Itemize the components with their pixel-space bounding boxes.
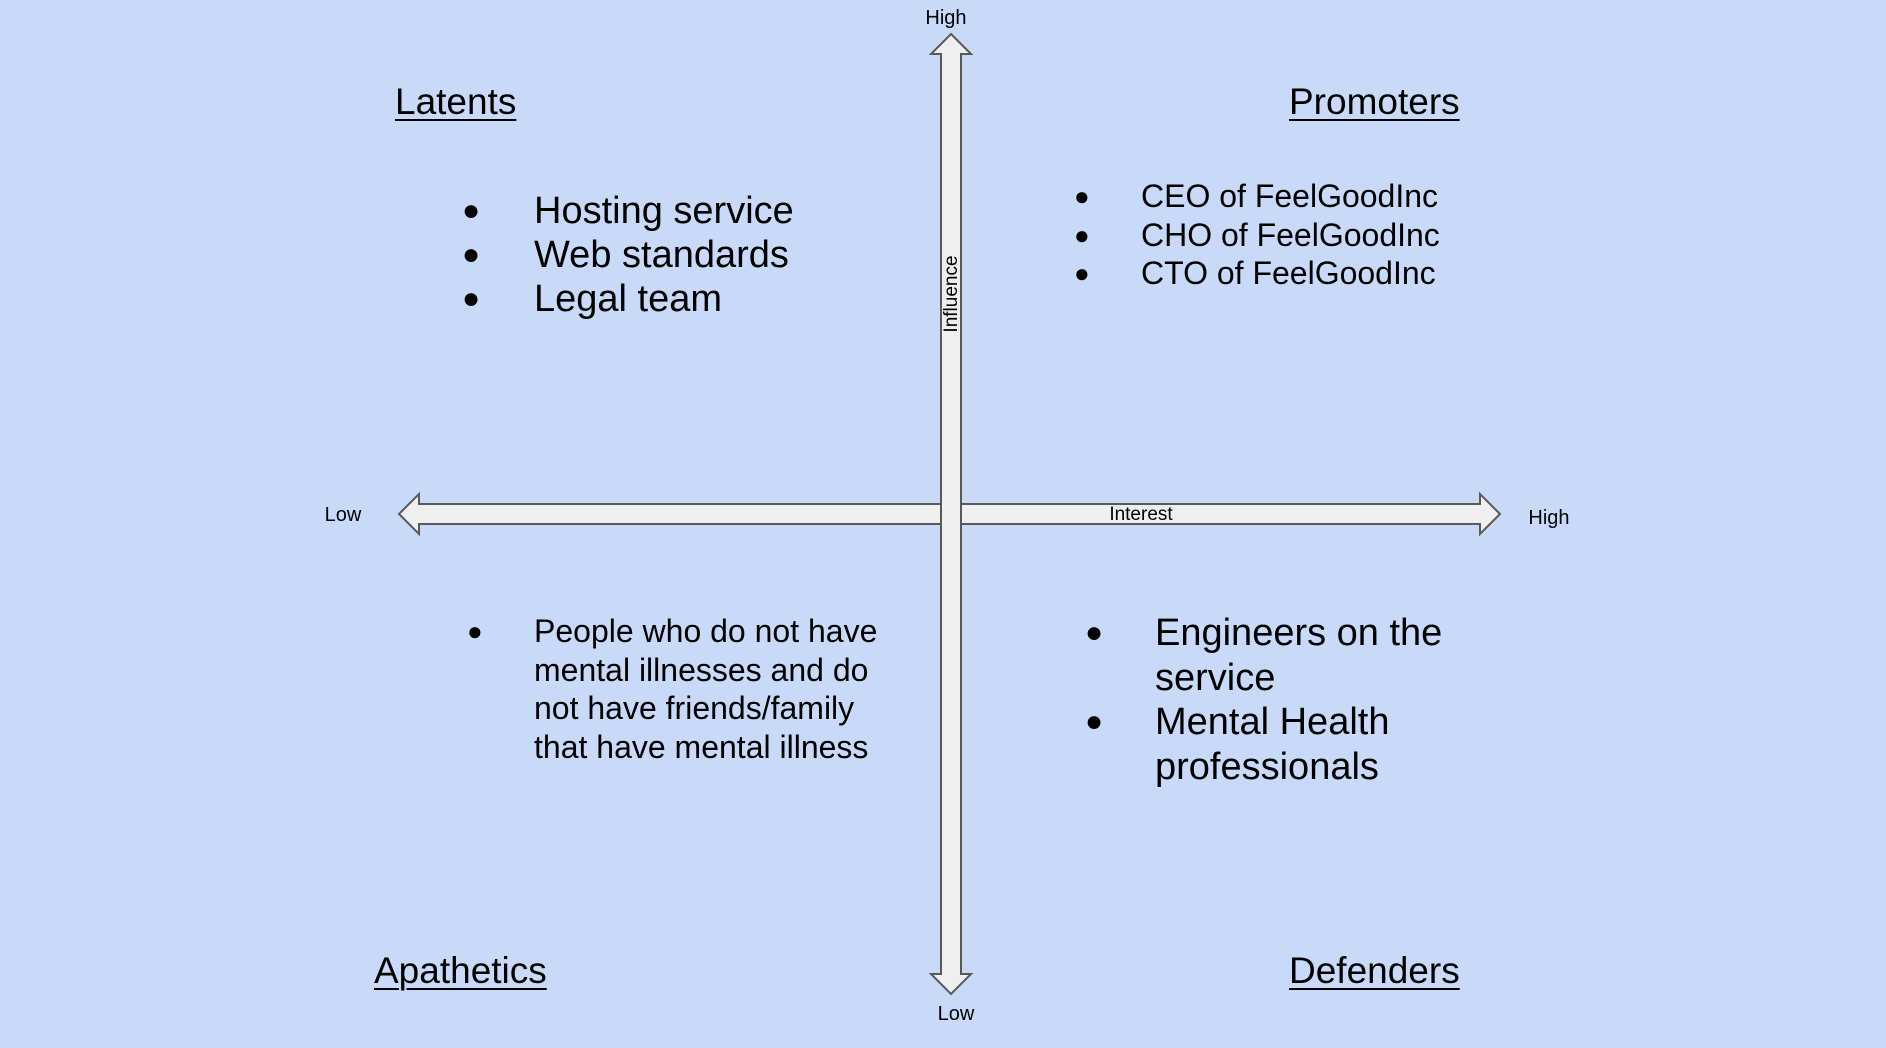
apathetics-title: Apathetics xyxy=(374,950,547,991)
y-axis-title: Influence xyxy=(941,255,962,332)
promoters-title: Promoters xyxy=(1289,81,1460,122)
list-item: Hosting service xyxy=(462,189,794,233)
list-item: CTO of FeelGoodInc xyxy=(1074,254,1440,293)
list-item: Legal team xyxy=(462,277,794,321)
x-axis-high-label: High xyxy=(1528,507,1569,529)
list-item: Web standards xyxy=(462,233,794,277)
list-item: CHO of FeelGoodInc xyxy=(1074,216,1440,255)
latents-title: Latents xyxy=(395,81,517,122)
list-item: Engineers on the service xyxy=(1085,611,1485,700)
apathetics-list: People who do not have mental illnesses … xyxy=(467,612,894,766)
x-axis-title: Interest xyxy=(1109,504,1173,525)
x-axis-low-label: Low xyxy=(325,504,362,526)
y-axis-low-label: Low xyxy=(938,1003,975,1025)
list-item: CEO of FeelGoodInc xyxy=(1074,177,1440,216)
promoters-list: CEO of FeelGoodInc CHO of FeelGoodInc CT… xyxy=(1074,177,1440,293)
defenders-title: Defenders xyxy=(1289,950,1460,991)
latents-list: Hosting service Web standards Legal team xyxy=(462,189,794,321)
y-axis-high-label: High xyxy=(925,7,966,29)
list-item: People who do not have mental illnesses … xyxy=(467,612,894,766)
defenders-list: Engineers on the service Mental Health p… xyxy=(1085,611,1485,789)
influence-axis-arrow xyxy=(928,32,974,996)
list-item: Mental Health professionals xyxy=(1085,700,1485,789)
